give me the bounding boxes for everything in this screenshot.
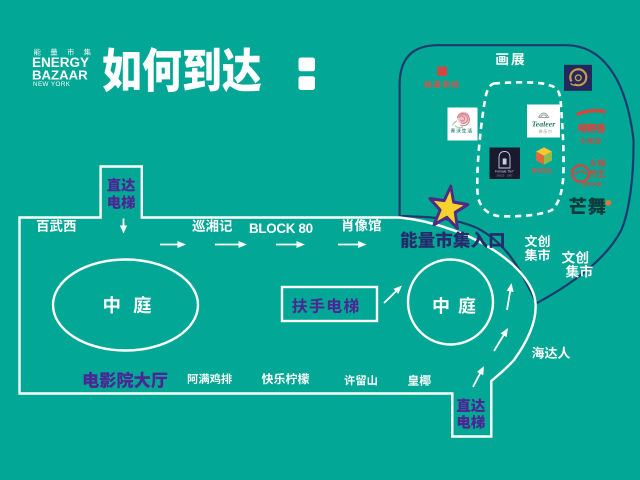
svg-text:Tealeer: Tealeer xyxy=(532,120,556,129)
svg-text:Female Tie7: Female Tie7 xyxy=(495,170,514,174)
svg-text:SINCE · 1997: SINCE · 1997 xyxy=(496,174,513,178)
svg-text:BAZAAR: BAZAAR xyxy=(32,68,88,83)
svg-text:BLOCK 80: BLOCK 80 xyxy=(249,221,313,236)
svg-text:NEW YORK: NEW YORK xyxy=(33,81,71,88)
svg-text:ENERGY: ENERGY xyxy=(32,55,89,70)
